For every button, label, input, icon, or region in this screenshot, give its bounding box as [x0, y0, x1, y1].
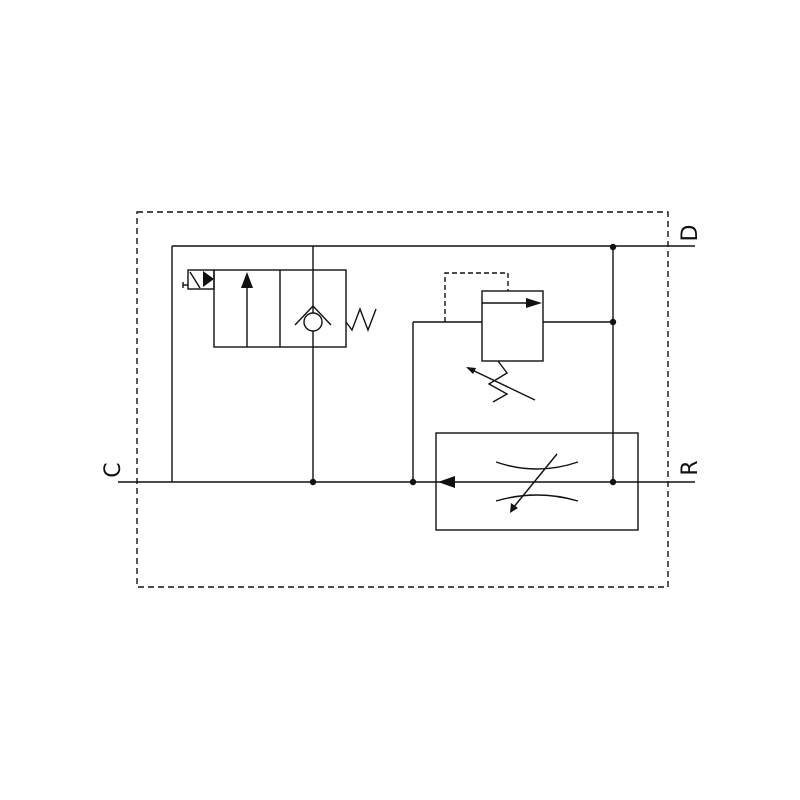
spring-icon — [487, 360, 509, 403]
solenoid-icon — [182, 269, 215, 290]
port-label-c: C — [101, 462, 126, 477]
solenoid-valve-with-check — [182, 269, 377, 348]
assembly-boundary — [136, 211, 669, 588]
junction-dots — [309, 243, 617, 486]
pressure-relief-valve — [444, 272, 544, 403]
port-label-r: R — [678, 460, 703, 475]
flow-arrow-icon — [438, 476, 455, 488]
port-label-d: D — [678, 225, 703, 242]
throttle-valve — [435, 432, 639, 531]
